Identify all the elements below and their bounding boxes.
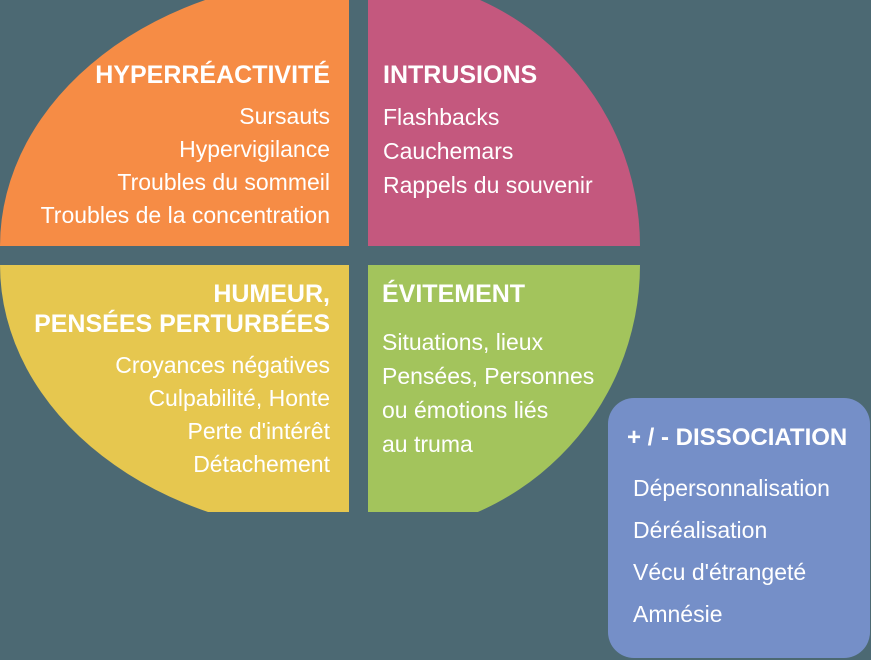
symptom-item: Amnésie — [633, 601, 723, 627]
symptom-list: Croyances négatives Culpabilité, Honte P… — [0, 349, 330, 481]
quadrant-evitement: ÉVITEMENT Situations, lieux Pensées, Per… — [368, 265, 640, 512]
quadrant-hyperreactivite: HYPERRÉACTIVITÉ Sursauts Hypervigilance … — [0, 0, 349, 246]
quadrant-text-intrusions: INTRUSIONS Flashbacks Cauchemars Rappels… — [383, 60, 640, 202]
quadrant-text-evitement: ÉVITEMENT Situations, lieux Pensées, Per… — [382, 279, 640, 461]
quadrant-humeur-pensees: HUMEUR, PENSÉES PERTURBÉES Croyances nég… — [0, 265, 349, 512]
quadrant-text-hyperreactivite: HYPERRÉACTIVITÉ Sursauts Hypervigilance … — [0, 60, 330, 232]
quadrant-title: INTRUSIONS — [383, 61, 538, 89]
symptom-item: Sursauts — [239, 103, 330, 129]
symptom-item: Troubles de la concentration — [40, 202, 330, 228]
symptom-item: Déréalisation — [633, 517, 768, 543]
quadrant-title: ÉVITEMENT — [382, 280, 526, 308]
symptom-list: Flashbacks Cauchemars Rappels du souveni… — [383, 100, 640, 202]
symptom-list: Situations, lieux Pensées, Personnes ou … — [382, 325, 640, 461]
quadrant-title: HUMEUR, — [213, 280, 330, 308]
quadrant-title: HYPERRÉACTIVITÉ — [95, 61, 330, 89]
symptom-item: Vécu d'étrangeté — [633, 559, 807, 585]
symptom-item: Détachement — [193, 451, 330, 477]
symptom-item: Culpabilité, Honte — [148, 385, 330, 411]
symptom-item: au truma — [382, 431, 473, 457]
symptom-item: Pensées, Personnes — [382, 363, 595, 389]
symptom-item: Situations, lieux — [382, 329, 544, 355]
quadrant-title: PENSÉES PERTURBÉES — [34, 310, 330, 338]
symptom-item: Perte d'intérêt — [187, 418, 330, 444]
symptom-item: ou émotions liés — [382, 397, 549, 423]
dissociation-box: + / - DISSOCIATION Dépersonnalisation Dé… — [608, 398, 870, 658]
symptom-item: Hypervigilance — [179, 136, 330, 162]
quadrant-intrusions: INTRUSIONS Flashbacks Cauchemars Rappels… — [368, 0, 640, 246]
symptom-item: Rappels du souvenir — [383, 172, 593, 198]
symptom-item: Dépersonnalisation — [633, 475, 830, 501]
symptom-list: Sursauts Hypervigilance Troubles du somm… — [0, 100, 330, 232]
symptom-item: Flashbacks — [383, 104, 500, 130]
symptom-item: Cauchemars — [383, 138, 514, 164]
quadrant-text-humeur: HUMEUR, PENSÉES PERTURBÉES Croyances nég… — [0, 279, 330, 481]
dissociation-title: + / - DISSOCIATION — [627, 424, 848, 451]
symptom-item: Troubles du sommeil — [117, 169, 330, 195]
symptom-item: Croyances négatives — [115, 352, 330, 378]
symptom-list: Dépersonnalisation Déréalisation Vécu d'… — [633, 467, 870, 635]
